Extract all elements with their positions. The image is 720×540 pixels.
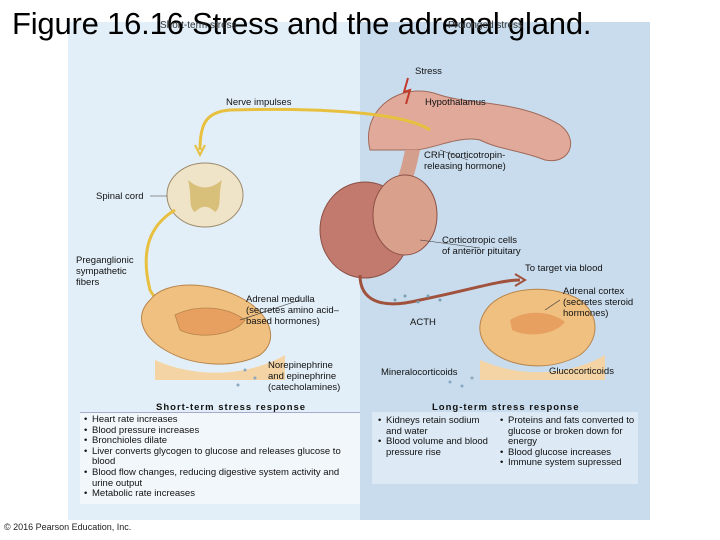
label-nerve-impulses: Nerve impulses — [226, 97, 292, 108]
left-adrenal-medulla — [174, 307, 246, 336]
list-item: Blood flow changes, reducing digestive s… — [84, 467, 360, 489]
blood-vessel — [358, 274, 521, 306]
label-mineralocorticoids: Mineralocorticoids — [381, 367, 458, 378]
acth-dots — [393, 294, 442, 304]
long-term-response-box: Kidneys retain sodium and water Blood vo… — [372, 412, 638, 484]
list-item: Blood volume and blood pressure rise — [378, 436, 493, 458]
label-acth: ACTH — [410, 317, 436, 328]
nerve-arrow-icon — [194, 144, 206, 158]
figure-title: Figure 16.16 Stress and the adrenal glan… — [12, 6, 592, 41]
long-term-right-list: Proteins and fats converted to glucose o… — [500, 415, 636, 469]
label-spinal-cord: Spinal cord — [96, 191, 144, 202]
list-item: Heart rate increases — [84, 414, 360, 426]
label-to-target: To target via blood — [525, 263, 603, 274]
right-adrenal-medulla — [510, 312, 565, 335]
long-term-left-list: Kidneys retain sodium and water Blood vo… — [378, 415, 493, 458]
catecholamine-dots — [236, 368, 257, 387]
pituitary-posterior-lobe — [372, 174, 438, 256]
spinal-gray-matter — [188, 180, 222, 212]
list-item: Blood glucose increases — [500, 447, 636, 459]
short-term-response-title: Short-term stress response — [156, 402, 307, 413]
left-kidney-top — [155, 355, 285, 380]
label-norepinephrine: Norepinephrine and epinephrine (catechol… — [268, 360, 341, 393]
list-item: Metabolic rate increases — [84, 489, 360, 500]
label-stress: Stress — [415, 66, 442, 77]
label-glucocorticoids: Glucocorticoids — [549, 366, 614, 377]
short-term-response-list: Heart rate increases Blood pressure incr… — [84, 414, 360, 500]
label-adrenal-cortex: Adrenal cortex (secretes steroid hormone… — [563, 286, 634, 319]
label-corticotropic-cells: Corticotropic cells of anterior pituitar… — [442, 235, 521, 257]
nerve-path-upper — [198, 107, 431, 151]
long-term-response-title: Long-term stress response — [432, 402, 580, 413]
short-term-response-box: Heart rate increases Blood pressure incr… — [80, 412, 360, 504]
stress-bolt-icon — [402, 77, 412, 105]
hypothalamus-shape — [368, 90, 572, 162]
list-item: Kidneys retain sodium and water — [378, 415, 493, 437]
list-item: Liver converts glycogen to glucose and r… — [84, 446, 360, 468]
list-item: Blood pressure increases — [84, 425, 360, 437]
list-item: Proteins and fats converted to glucose o… — [500, 415, 636, 448]
short-term-header: Short-term stress — [160, 20, 237, 31]
vessel-arrow-icon — [514, 273, 527, 287]
mineralocorticoid-dots — [448, 376, 474, 388]
right-kidney-top — [480, 355, 605, 380]
copyright-notice: © 2016 Pearson Education, Inc. — [4, 522, 132, 532]
label-hypothalamus: Hypothalamus — [425, 97, 486, 108]
label-crh: CRH (corticotropin- releasing hormone) — [424, 150, 506, 172]
list-item: Immune system supressed — [500, 458, 636, 469]
label-preganglionic: Preganglionic sympathetic fibers — [76, 255, 134, 288]
label-adrenal-medulla: Adrenal medulla (secretes amino acid– ba… — [246, 294, 339, 327]
prolonged-header: Prolonged stress — [448, 20, 524, 31]
list-item: Bronchioles dilate — [84, 436, 360, 447]
